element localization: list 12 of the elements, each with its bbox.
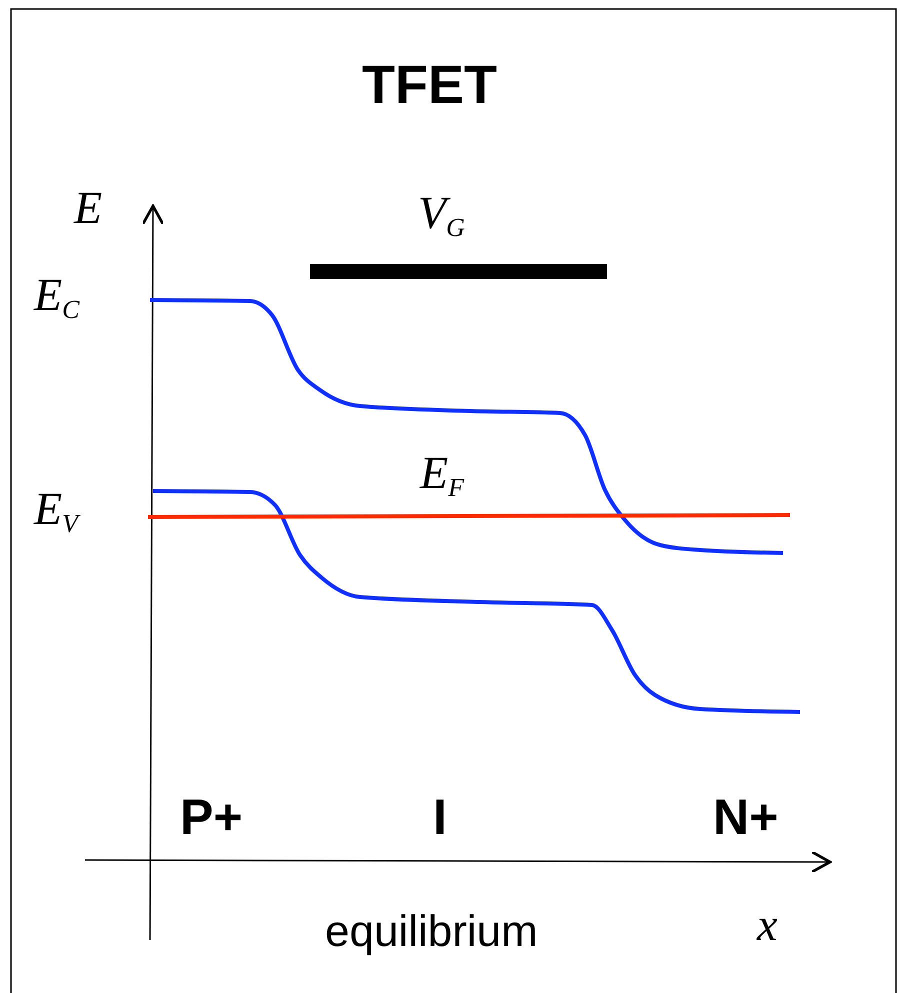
band-level-label: E$_{C}$ [34,272,80,323]
region-label: I [433,792,447,842]
band-level-label: E$_{F}$ [420,450,464,501]
gate-voltage-label: V$_{G}$ [418,190,465,241]
band-level-label: E$_{V}$ [34,486,78,537]
title: TFET [362,58,497,112]
region-label: P+ [180,792,243,842]
axis-label: x [757,902,778,948]
region-label: N+ [713,792,778,842]
gate-bar [310,264,607,279]
axis-label: E [74,185,102,231]
caption: equilibrium [325,910,538,954]
